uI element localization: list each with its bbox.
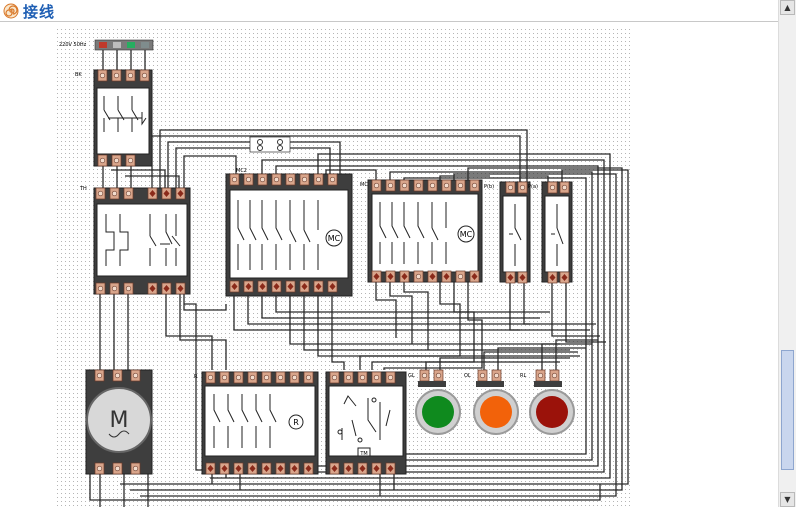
spiral-icon [3,3,19,19]
contactor-2[interactable]: MC1 MC [360,179,483,283]
pb-2-label: P(a) [528,184,538,190]
contactor-2-label: MC [460,230,473,239]
thermal-relay[interactable]: TH [79,186,191,295]
relay-label: R [293,418,299,427]
svg-text:R: R [194,374,198,380]
breaker-label: BK [75,72,82,78]
lamp-green-light [422,396,454,428]
scroll-up-button[interactable]: ▲ [780,0,795,15]
wiring-canvas: 220V 50Hz BK TH [0,22,778,507]
contactor-1-label: MC [328,234,341,243]
push-button-b[interactable]: P(b) [484,181,531,284]
bridge-connector [249,136,291,153]
svg-text:MC1: MC1 [360,182,371,188]
lamp-orange[interactable]: OL [464,369,519,435]
motor[interactable]: M [85,369,153,475]
thermal-relay-label: TH [79,186,87,192]
power-supply-terminal[interactable]: 220V 50Hz [59,39,154,51]
lamp-2-label: OL [464,373,471,379]
timer-label: TM [359,451,367,457]
title-bar: 接线 [0,0,796,22]
scroll-down-button[interactable]: ▼ [780,492,795,507]
lamp-red-light [536,396,568,428]
lamp-red[interactable]: RL [520,369,575,435]
lamp-green[interactable]: GL [408,369,461,435]
supply-label: 220V 50Hz [59,42,87,48]
pb-1-label: P(b) [484,184,494,190]
scroll-thumb[interactable] [781,350,794,470]
page-title: 接线 [23,2,56,21]
wiring-diagram: 220V 50Hz BK TH [55,28,633,507]
vertical-scrollbar[interactable]: ▲ ▼ [778,0,796,507]
contactor-1[interactable]: MC2 MC [225,168,353,297]
svg-text:MC2: MC2 [236,168,247,174]
wires [89,50,629,507]
lamp-orange-light [480,396,512,428]
circuit-breaker[interactable]: BK [75,69,153,167]
motor-label: M [110,408,129,433]
title-divider [0,21,780,22]
relay-r[interactable]: R R [194,371,319,475]
push-button-a[interactable]: P(a) [528,181,573,284]
timer[interactable]: TM [325,371,407,475]
lamp-3-label: RL [520,373,526,379]
lamp-1-label: GL [408,373,415,379]
